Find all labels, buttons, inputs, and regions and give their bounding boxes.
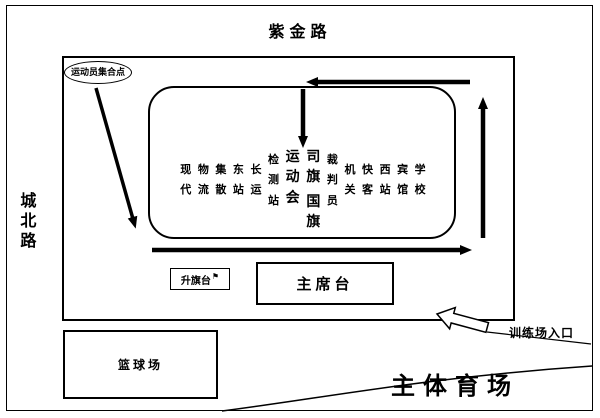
team-column-changyun: 长运 [250,164,262,197]
referee-column: 裁判员 [326,154,338,207]
team-column-dongzhan: 东站 [232,164,244,197]
road-label-top: 紫金路 [268,24,332,41]
flag-platform-label: 升旗台 [180,275,211,287]
command-flag-label: 司旗 [306,148,321,185]
rostrum-label: 主席台 [296,276,354,293]
running-track-outline [148,86,456,239]
basketball-court-box: 篮球场 [63,330,218,399]
team-column-xuexiao: 学校 [414,164,426,197]
assembly-point-label: 运动员集合点 [64,61,132,84]
formation-columns: 现代 物流 集散 东站 长运 检测站 运动会 司旗 国旗 裁判员 机关 快客 西… [180,146,426,231]
team-column-jisan: 集散 [215,164,227,197]
basketball-court-label: 篮球场 [117,358,163,372]
flag-icon: ⚑ [211,271,220,281]
road-label-left: 城北路 [20,193,37,250]
flag-column: 司旗 国旗 [306,146,321,231]
main-stadium-label: 主体育场 [391,373,519,400]
team-column-xiandai: 现代 [180,164,192,197]
team-column-binguan: 宾馆 [397,164,409,197]
flag-platform-box: 升旗台⚑ [170,268,230,290]
national-flag-label: 国旗 [306,192,321,229]
column-games-title: 运动会 [285,148,300,205]
team-column-wuliu: 物流 [197,164,209,197]
rostrum-box: 主席台 [256,262,394,305]
team-column-jiancezhan: 检测站 [268,154,279,207]
team-column-xizhan: 西站 [379,164,391,197]
training-entrance-label: 训练场入口 [509,326,575,340]
team-column-kuaike: 快客 [362,164,374,197]
team-column-jiguan: 机关 [344,164,356,197]
stadium-field-boundary [62,56,515,321]
